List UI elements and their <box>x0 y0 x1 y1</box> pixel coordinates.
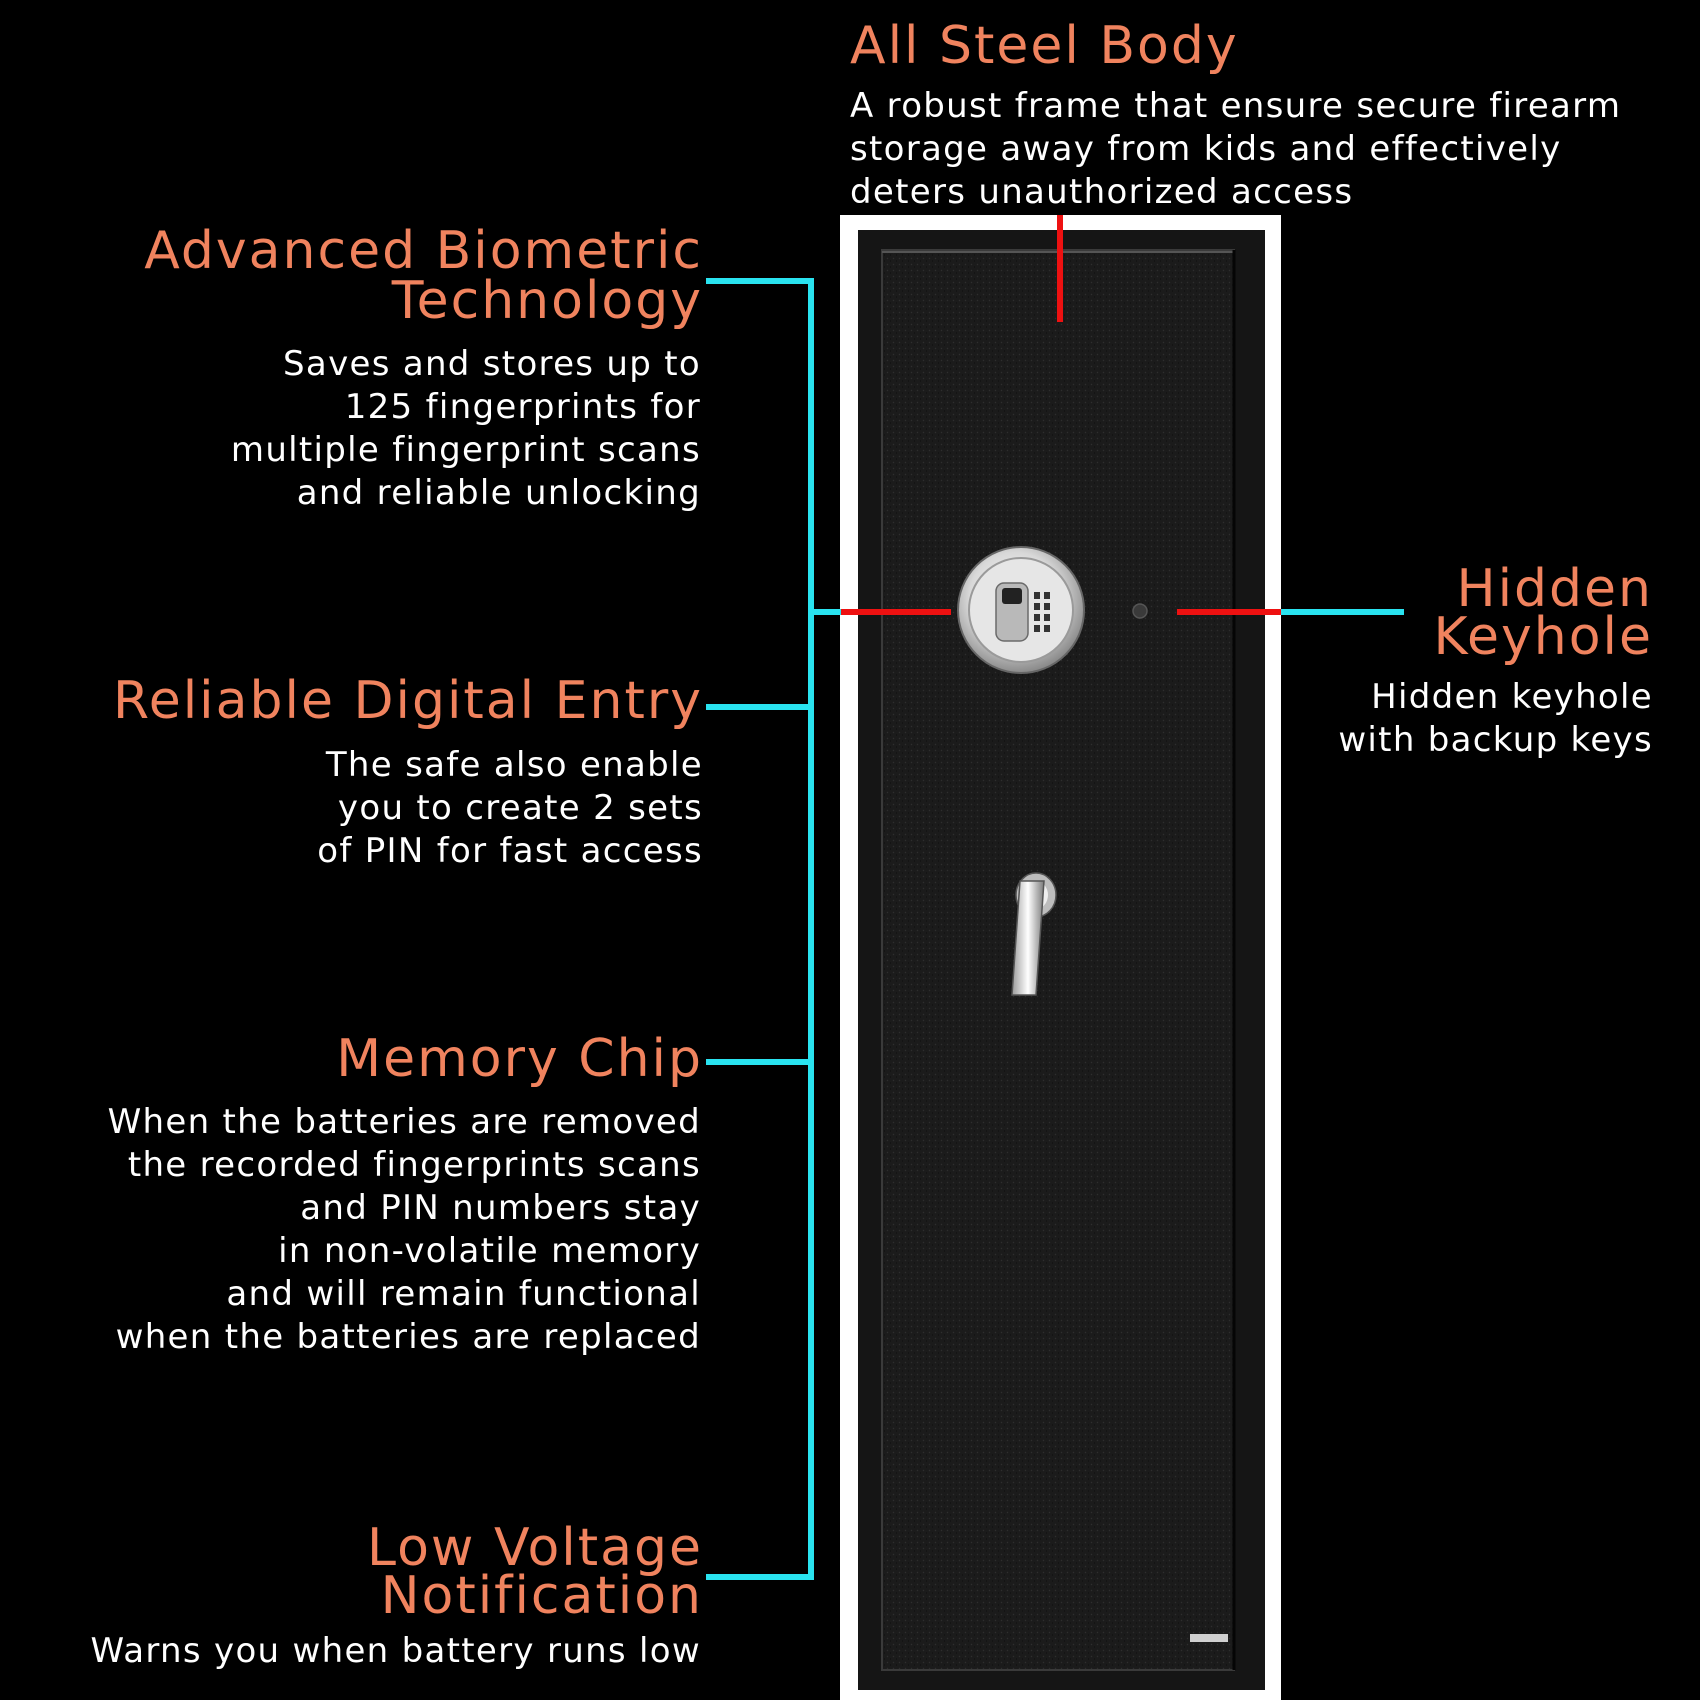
biometric-title: Advanced Biometric Technology <box>144 221 703 331</box>
digital-entry-desc: The safe also enable you to create 2 set… <box>317 745 703 871</box>
low-voltage-title: Low Voltage Notification <box>367 1518 703 1626</box>
biometric-connector <box>706 278 814 284</box>
keyhole-connector-red <box>1177 609 1281 615</box>
digital-entry-title: Reliable Digital Entry <box>112 671 703 731</box>
keypad-connector-red <box>841 609 951 615</box>
biometric-desc: Saves and stores up to 125 fingerprints … <box>230 344 701 513</box>
brand-plate <box>1190 1634 1228 1642</box>
voltage-connector <box>706 1574 814 1580</box>
door-handle <box>1011 872 1057 996</box>
gun-safe-illustration <box>840 215 1281 1700</box>
safe-door <box>881 249 1235 1671</box>
low-voltage-desc: Warns you when battery runs low <box>90 1631 701 1671</box>
hidden-keyhole-desc: Hidden keyhole with backup keys <box>1338 677 1653 760</box>
memory-chip-title: Memory Chip <box>336 1029 703 1089</box>
steel-body-title: All Steel Body <box>850 16 1239 76</box>
keyhole-icon <box>1132 603 1148 619</box>
steel-body-desc: A robust frame that ensure secure firear… <box>850 86 1622 212</box>
fingerprint-keypad <box>957 546 1085 674</box>
hidden-keyhole-title: Hidden Keyhole <box>1433 559 1653 667</box>
vertical-trunk-connector <box>808 278 814 1580</box>
memory-connector <box>706 1059 814 1065</box>
digital-connector <box>706 704 814 710</box>
memory-chip-desc: When the batteries are removed the recor… <box>107 1102 701 1357</box>
keypad-connector-cyan <box>808 609 841 615</box>
keyhole-connector-cyan <box>1281 609 1404 615</box>
steel-body-connector <box>1057 215 1063 322</box>
